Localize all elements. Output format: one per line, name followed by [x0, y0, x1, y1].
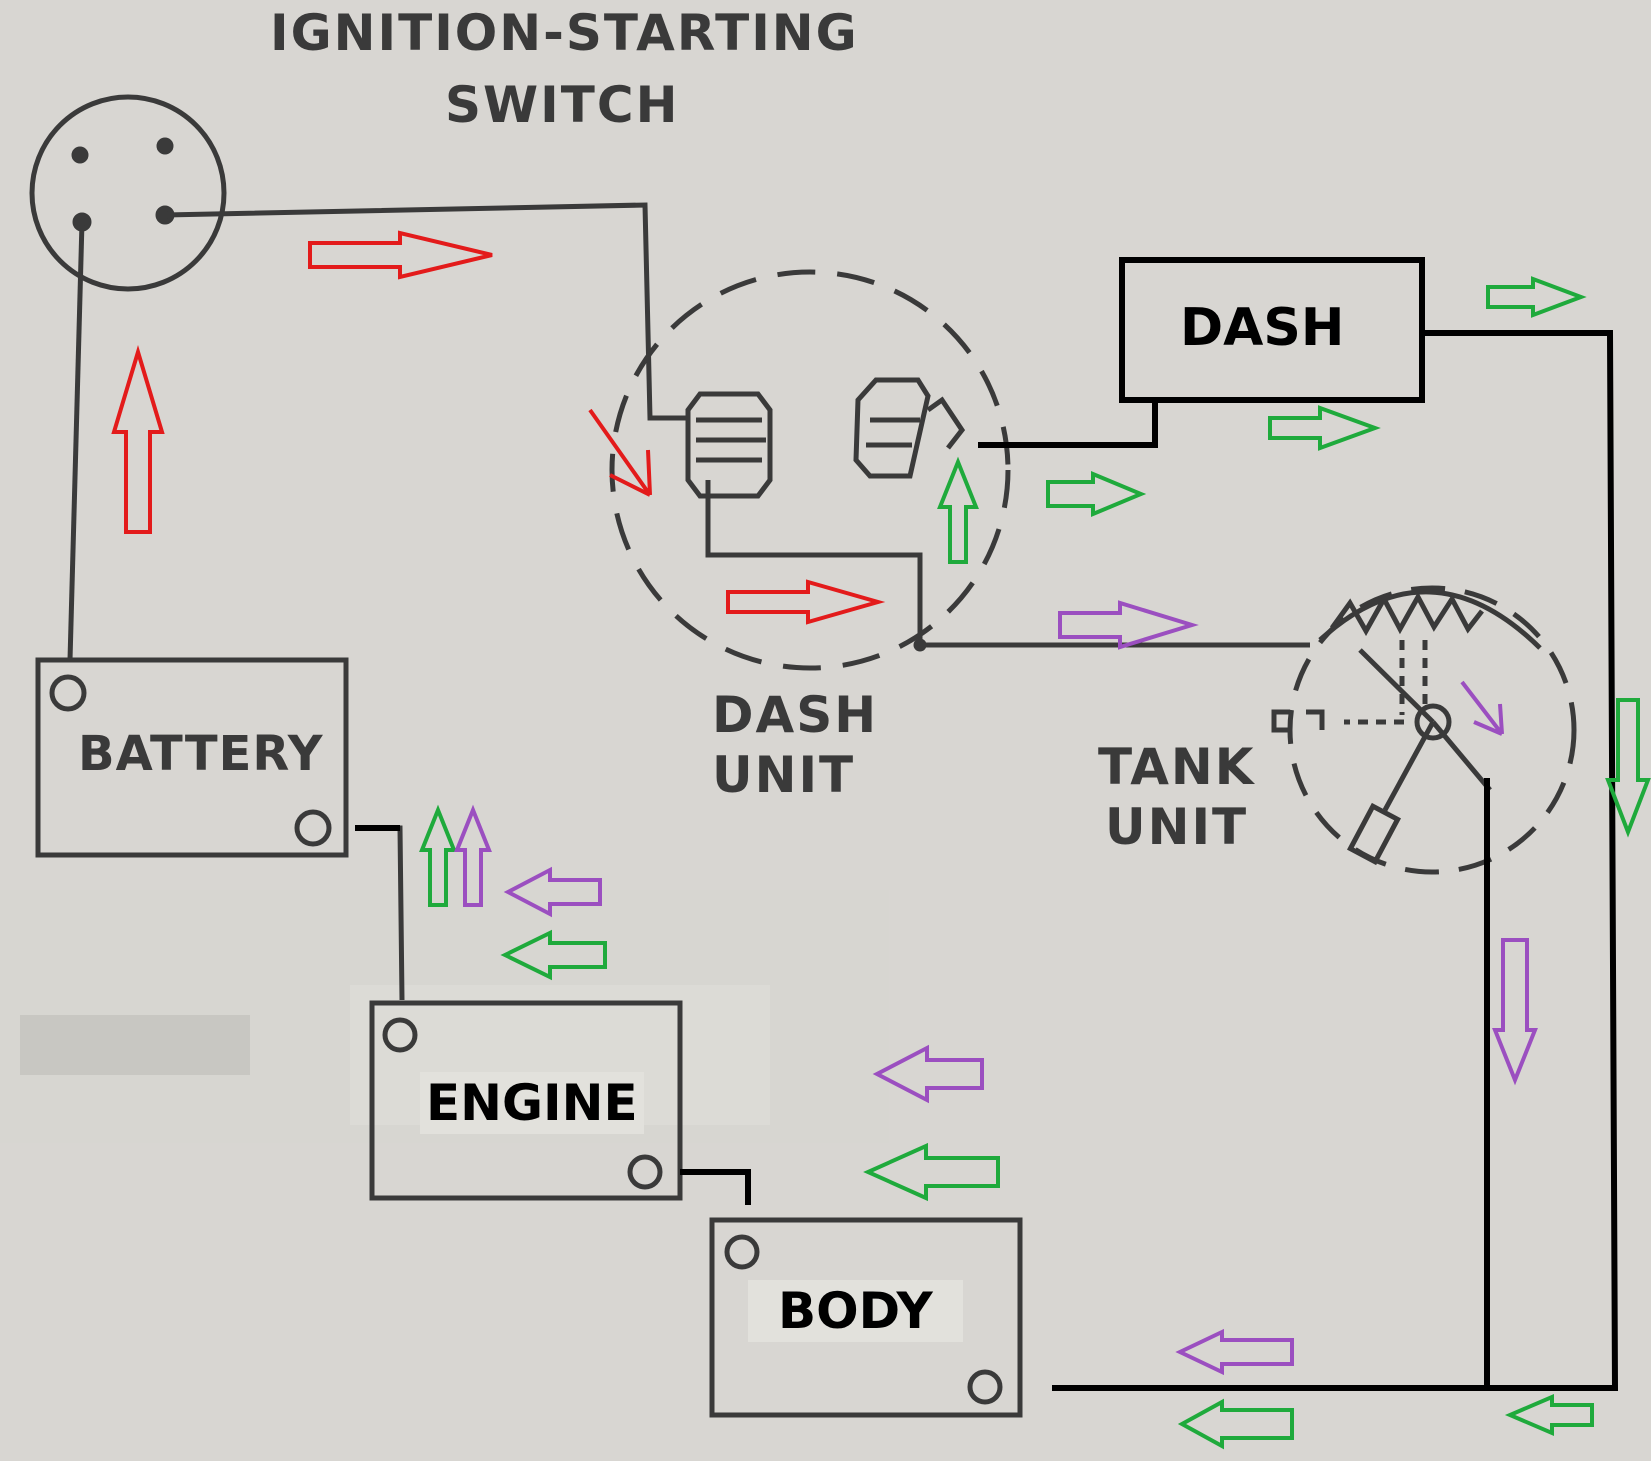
tank-unit-label-line-1: TANK: [1098, 738, 1256, 796]
added-wiring: [355, 257, 1619, 1391]
arrow-left-icon: [1177, 1398, 1294, 1450]
arrow-right-icon: [1058, 600, 1199, 650]
arrow-left-icon: [500, 929, 607, 981]
arrow-left-icon: [872, 1044, 984, 1104]
arrow-up-icon: [454, 804, 492, 907]
arrow-right-icon: [1046, 471, 1147, 517]
red-flow-arrows: [111, 230, 886, 625]
dash-unit-gauge: [609, 269, 1011, 671]
arrow-left-icon: [863, 1142, 1000, 1202]
battery-box: [35, 657, 349, 858]
arrow-right-icon: [1486, 276, 1587, 318]
engine-label: ENGINE: [420, 1072, 644, 1134]
body-label: BODY: [748, 1280, 963, 1342]
arrow-up-icon: [419, 804, 457, 907]
ignition-switch: [29, 94, 227, 292]
battery-label: BATTERY: [78, 726, 324, 782]
tank-unit-label-line-2: UNIT: [1105, 798, 1249, 856]
arrow-left-icon: [1175, 1328, 1294, 1376]
body-box: [709, 1217, 1023, 1418]
arrow-down-right-icon: [1460, 680, 1504, 736]
arrow-down-right-icon: [588, 408, 652, 497]
arrow-right-icon: [1268, 405, 1381, 451]
arrow-right-icon: [726, 579, 886, 625]
arrow-up-icon: [937, 456, 979, 564]
tank-unit-gauge: [1271, 585, 1577, 875]
arrow-right-icon: [308, 230, 493, 280]
arrow-up-icon: [111, 345, 165, 534]
green-flow-arrows: [419, 276, 1651, 1450]
title-line-2: SWITCH: [445, 76, 680, 134]
purple-flow-arrows: [454, 600, 1538, 1376]
printed-wires: [67, 202, 1310, 1001]
arrow-down-icon: [1605, 698, 1651, 838]
dash-label: DASH: [1180, 298, 1345, 358]
engine-box: [369, 1000, 683, 1201]
arrow-down-icon: [1492, 938, 1538, 1086]
title-line-1: IGNITION-STARTING: [270, 4, 859, 62]
dash-unit-label-line-1: DASH: [712, 686, 879, 744]
arrow-left-icon: [503, 866, 602, 918]
arrow-left-icon: [1504, 1393, 1594, 1437]
dash-unit-label-line-2: UNIT: [712, 746, 856, 804]
